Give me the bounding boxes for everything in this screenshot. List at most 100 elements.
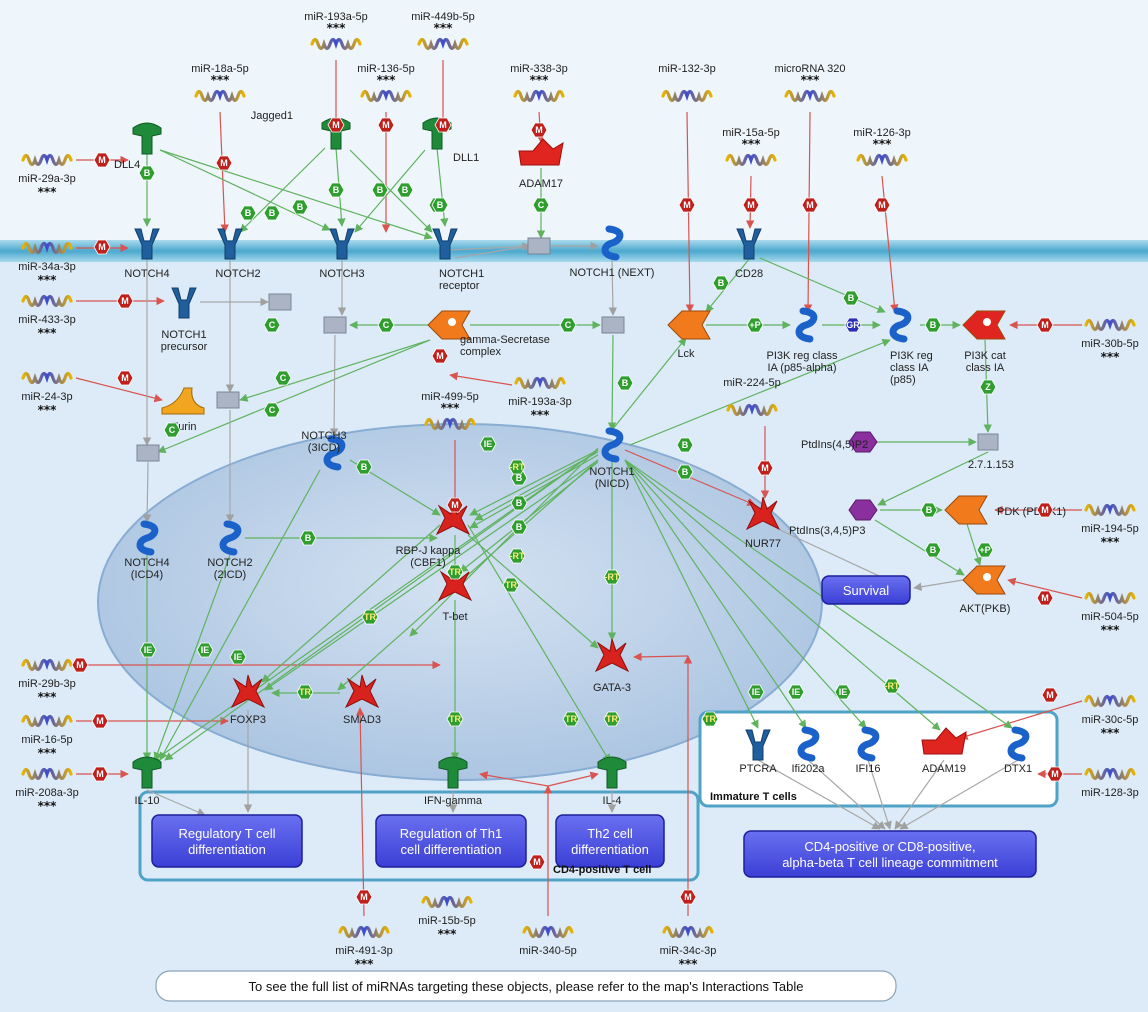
node-il-4[interactable]: IL-4 [597,756,627,807]
mirna-mir-126-3p[interactable]: miR-126-3p*** [853,127,911,167]
badge-code: IE [752,687,761,697]
interaction-edge [474,451,599,521]
node-dll4[interactable]: DLL4 [114,122,162,171]
mirna-mir-433-3p[interactable]: miR-433-3p*** [18,294,76,341]
badge-code: B [516,498,523,508]
outcome-box [375,814,527,868]
edge-badge-m: M [71,657,89,673]
node-notch2-2icd[interactable]: NOTCH2(2ICD) [207,520,253,581]
mirna-mir-24-3p[interactable]: miR-24-3p*** [21,371,73,418]
edge-badge-tr: TR [701,711,719,727]
node-adam19[interactable]: ADAM19 [921,727,967,775]
outcome-survival[interactable]: Survival [821,575,911,605]
badge-code: M [121,373,129,383]
mirna-mir-491-3p[interactable]: miR-491-3p*** [335,925,393,972]
edge-badge-b: B [616,375,634,391]
badge-code: -RT [605,572,620,582]
node-ifi202a[interactable]: Ifi202a [791,726,825,775]
mirna-mir-193a-3p[interactable]: miR-193a-3p*** [508,376,572,423]
node-notch4[interactable]: NOTCH4 [124,228,170,280]
mirna-wave-icon [21,658,73,672]
mirna-mir-132-3p[interactable]: miR-132-3p [658,63,716,103]
node-ptcra[interactable]: PTCRA [739,729,777,775]
badge-hexagon [603,711,621,727]
mirna-mir-15b-5p[interactable]: miR-15b-5p*** [418,895,476,942]
node-notch4-icd4[interactable]: NOTCH4(ICD4) [124,520,170,581]
node-akt-pkb[interactable]: AKT(PKB) [960,565,1011,615]
badge-code: IE [234,652,243,662]
node-notch3[interactable]: NOTCH3 [319,228,365,280]
node-label: NOTCH1 [439,268,484,280]
node-nur77[interactable]: NUR77 [745,496,781,550]
node-il-10[interactable]: IL-10 [132,756,162,807]
mirna-mir-499-5p[interactable]: miR-499-5p*** [421,391,479,431]
node-notch3-3icd[interactable]: NOTCH3(3ICD) [301,430,347,471]
mirna-mir-34a-3p[interactable]: miR-34a-3p*** [18,241,76,288]
mirna-mir-128-3p[interactable]: miR-128-3p [1081,767,1139,800]
node-notch1-next[interactable]: NOTCH1 (NEXT) [570,225,655,279]
mirna-mir-30b-5p[interactable]: miR-30b-5p*** [1081,318,1139,365]
node-2-7-1-153[interactable]: 2.7.1.153 [968,433,1014,471]
node-t-bet[interactable]: T-bet [437,567,473,623]
node-rbp-j-kappa-cbf1[interactable]: RBP-J kappa(CBF1) [396,501,471,569]
node-foxp3[interactable]: FOXP3 [230,674,266,726]
badge-code: M [683,200,691,210]
node-notch2[interactable]: NOTCH2 [215,228,261,280]
mirna-mir-15a-5p[interactable]: miR-15a-5p*** [722,127,780,167]
node-ptdins-4-5-p2[interactable]: PtdIns(4,5)P2 [801,431,878,453]
node-dtx1[interactable]: DTX1 [1004,726,1032,775]
node-adam17[interactable]: ADAM17 [518,138,564,190]
cell-membrane [0,240,1148,262]
mirna-mir-136-5p[interactable]: miR-136-5p*** [357,63,415,103]
protein-icon [136,520,159,556]
node-ifn-gamma[interactable]: IFN-gamma [424,756,483,807]
mirna-mir-29b-3p[interactable]: miR-29b-3p*** [18,658,76,705]
badge-hexagon [291,199,309,215]
mirna-mir-29a-3p[interactable]: miR-29a-3p*** [18,153,76,200]
node-label: ADAM19 [922,763,966,775]
mirna-mir-208a-3p[interactable]: miR-208a-3p*** [15,767,79,814]
mirna-microrna-320[interactable]: microRNA 320*** [775,63,846,103]
mirna-mir-18a-5p[interactable]: miR-18a-5p*** [191,63,249,103]
badge-hexagon [712,275,730,291]
node-ptdins-3-4-5-p3[interactable]: PtdIns(3,4,5)P3 [789,499,878,537]
mirna-label: miR-18a-5p [191,63,248,75]
mirna-mir-194-5p[interactable]: miR-194-5p*** [1081,503,1139,550]
receptor-icon [171,287,197,319]
mirna-mir-30c-5p[interactable]: miR-30c-5p*** [1082,694,1139,741]
outcome-label: Survival [843,583,889,598]
mirna-mir-338-3p[interactable]: miR-338-3p*** [510,63,568,103]
interaction-edge [966,523,982,566]
interaction-edge [757,759,881,830]
node-notch1-nicd[interactable]: NOTCH1(NICD) [589,427,635,490]
node-gata-3[interactable]: GATA-3 [593,638,631,694]
mirna-mir-16-5p[interactable]: miR-16-5p*** [21,714,73,761]
outcome-cd48[interactable]: CD4-positive or CD8-positive,alpha-beta … [743,830,1037,878]
edge-badge-b: B [371,182,389,198]
mirna-mir-340-5p[interactable]: miR-340-5p [519,925,577,958]
interaction-edge [874,519,965,576]
mirna-mir-193a-5p[interactable]: miR-193a-5p*** [304,11,368,51]
badge-hexagon [239,205,257,221]
badge-hexagon [446,564,464,580]
edge-badge-ie: IE [229,649,247,665]
node-cd28[interactable]: CD28 [735,228,763,280]
mirna-mir-504-5p[interactable]: miR-504-5p*** [1081,591,1139,638]
node-ifi16[interactable]: IFI16 [855,726,881,775]
mirna-mir-449b-5p[interactable]: miR-449b-5p*** [411,11,475,51]
node-lck[interactable]: Lck [667,310,711,360]
mirna-mir-224-5p[interactable]: miR-224-5p [723,377,781,417]
edge-badge-m: M [1036,590,1054,606]
mirna-mir-34c-3p[interactable]: miR-34c-3p*** [660,925,717,972]
node-smad3[interactable]: SMAD3 [343,674,381,726]
